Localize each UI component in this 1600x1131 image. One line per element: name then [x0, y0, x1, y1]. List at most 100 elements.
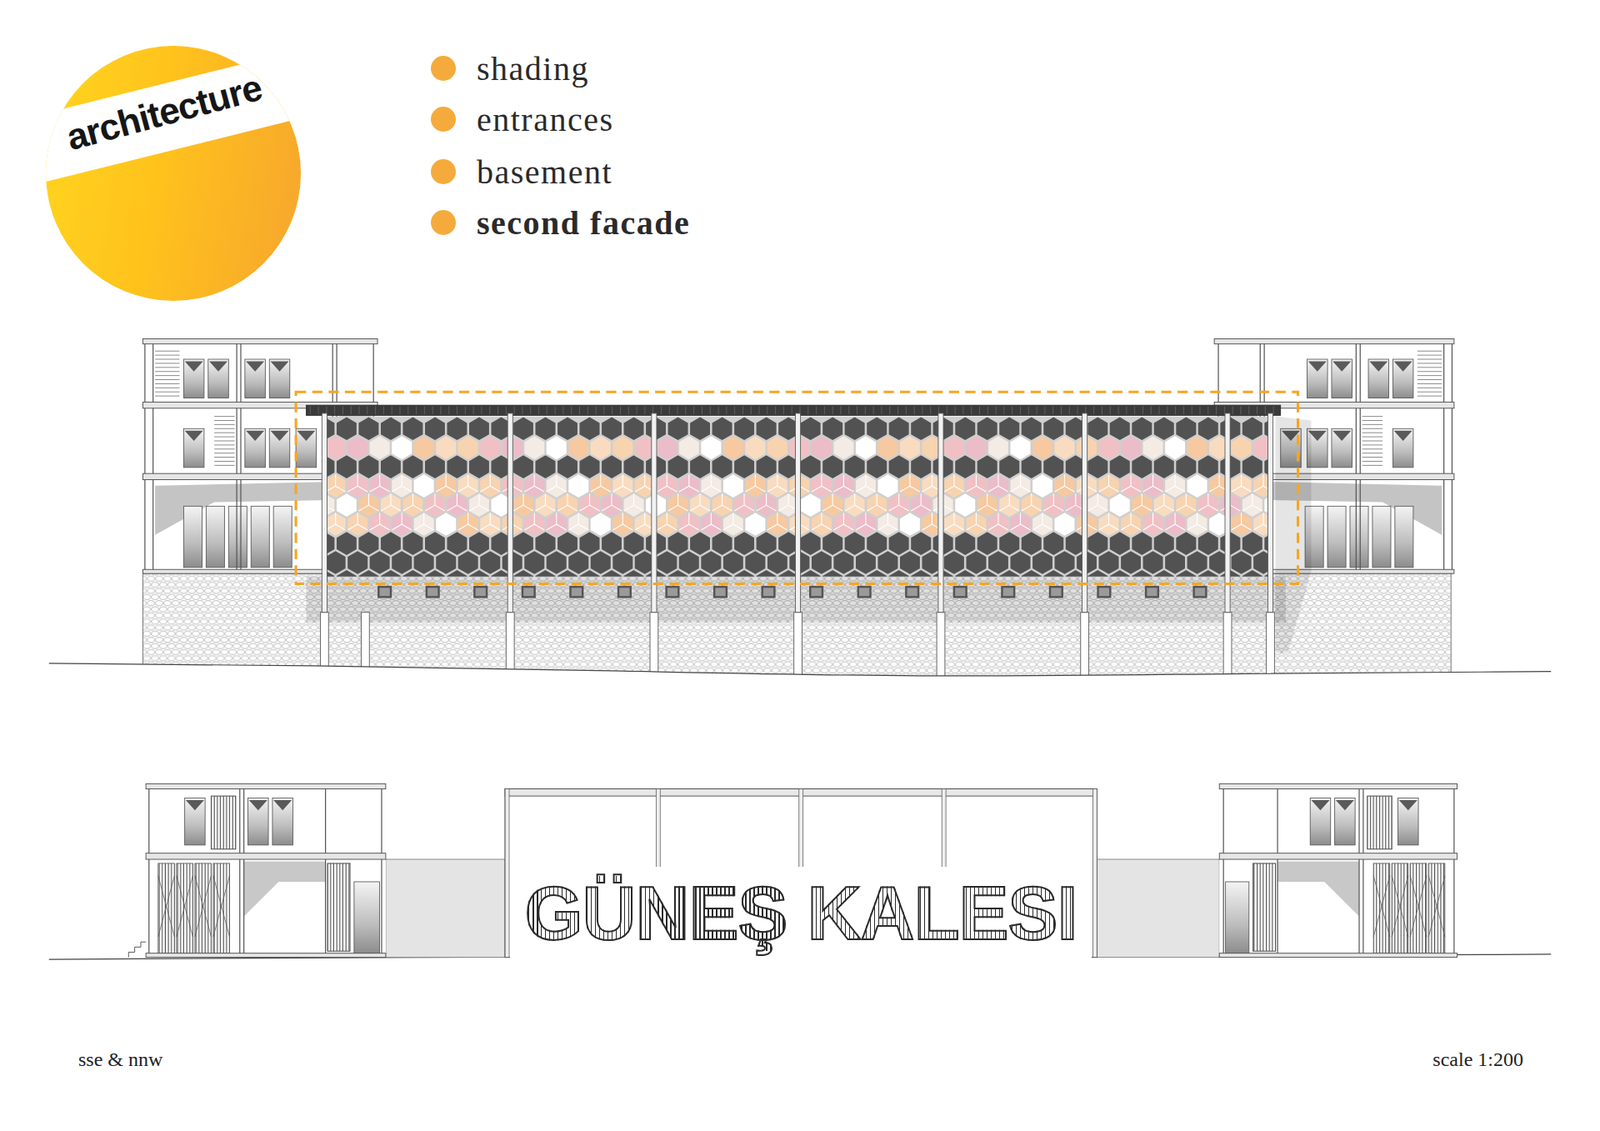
hex-tile	[690, 531, 710, 555]
roof-rib	[718, 405, 720, 415]
pier	[1080, 612, 1090, 685]
tower-post	[380, 783, 382, 957]
hex-tile	[1175, 416, 1196, 440]
hex-pattern-line	[380, 493, 401, 511]
hex-tile	[1120, 512, 1141, 536]
hex-tile	[1099, 435, 1120, 460]
window	[1392, 428, 1413, 468]
hex-tile	[358, 531, 379, 555]
hex-pattern-line	[700, 512, 721, 530]
roof-rib	[1207, 405, 1209, 415]
hex-tile	[1131, 531, 1152, 555]
hex-tile	[910, 570, 931, 577]
hex-tile	[425, 455, 445, 479]
shading-louver	[1362, 428, 1383, 430]
door-brace	[1428, 875, 1445, 937]
window	[250, 505, 270, 567]
shading-louver	[1362, 448, 1383, 450]
hex-tile	[590, 550, 611, 575]
floor-beam	[142, 339, 378, 345]
hex-tile	[601, 416, 622, 440]
window	[245, 428, 265, 468]
hex-tile	[1021, 570, 1042, 577]
hex-pattern-line	[1175, 493, 1196, 511]
hex-tile	[425, 416, 445, 440]
shading-louver	[155, 387, 180, 389]
window	[1327, 505, 1346, 567]
hex-tile	[800, 570, 821, 577]
hex-tile	[1043, 570, 1064, 577]
roof-rib	[628, 405, 630, 415]
shading-louver	[1417, 395, 1442, 397]
hex-tile	[601, 531, 622, 555]
hex-tile	[955, 570, 975, 577]
hex-tile	[1055, 474, 1075, 498]
hex-tile	[1110, 455, 1130, 479]
hex-tile	[712, 493, 733, 517]
hex-tile	[1110, 570, 1130, 577]
shading-louver	[1362, 465, 1383, 466]
hex-tile	[855, 435, 876, 460]
hex-tile	[877, 435, 898, 460]
hex-tile	[965, 435, 986, 460]
window-awning	[1332, 430, 1351, 441]
hex-tile	[800, 531, 821, 555]
roof-rib	[660, 405, 662, 415]
roof-rib	[815, 405, 817, 415]
hex-tile	[370, 435, 390, 460]
hex-tile	[965, 550, 986, 575]
hex-tile	[1242, 493, 1263, 517]
door-panel	[195, 863, 212, 954]
hex-pattern-line	[910, 493, 931, 511]
shading-louver	[155, 362, 180, 364]
hex-pattern-line	[624, 493, 645, 511]
roof-rib	[514, 405, 515, 415]
hex-tile	[679, 474, 700, 498]
door-brace	[195, 875, 212, 937]
roof-rib	[391, 405, 393, 415]
roof-rib	[1142, 405, 1144, 415]
hex-pattern-line	[590, 512, 611, 530]
roof-rib	[1003, 405, 1005, 415]
hex-pattern-line	[347, 512, 368, 530]
roof-rib	[930, 405, 931, 415]
hex-tile	[513, 493, 534, 517]
window-awning	[296, 430, 315, 441]
hex-tile	[425, 531, 445, 555]
shading-louver	[1362, 432, 1383, 434]
roof-rib	[832, 405, 834, 415]
hex-tile	[1143, 512, 1164, 536]
roof-rib	[1020, 405, 1021, 415]
roof-rib	[448, 405, 450, 415]
hex-tile	[679, 435, 700, 460]
frame-post	[505, 789, 510, 958]
hex-tile	[734, 455, 755, 479]
window-awning	[1308, 360, 1327, 371]
hex-pattern-line	[480, 512, 500, 530]
hex-pattern-line	[325, 512, 346, 530]
hex-tile	[944, 512, 965, 536]
hex-tile	[557, 570, 578, 577]
hex-tile	[955, 455, 975, 479]
roof-rib	[555, 405, 556, 415]
hex-pattern-line	[745, 474, 765, 492]
hex-tile	[845, 416, 865, 440]
legend-text: entrances	[476, 100, 615, 140]
hex-pattern-line	[458, 512, 479, 530]
stair-shadow	[1277, 860, 1360, 916]
hex-tile	[391, 512, 412, 536]
hex-pattern-line	[590, 474, 611, 492]
roof-rib	[1101, 405, 1103, 415]
window-awning	[185, 800, 205, 810]
shading-louver	[214, 465, 235, 466]
legend-text: second facade	[476, 203, 690, 243]
hex-tile	[977, 570, 998, 577]
roof-rib	[473, 405, 475, 415]
roof-rib	[1036, 405, 1038, 415]
hex-tile	[624, 570, 645, 577]
wall	[1096, 859, 1220, 958]
hex-tile	[1099, 474, 1120, 498]
hex-tile	[822, 493, 843, 517]
hex-tile	[822, 531, 843, 555]
hex-tile	[855, 550, 876, 575]
